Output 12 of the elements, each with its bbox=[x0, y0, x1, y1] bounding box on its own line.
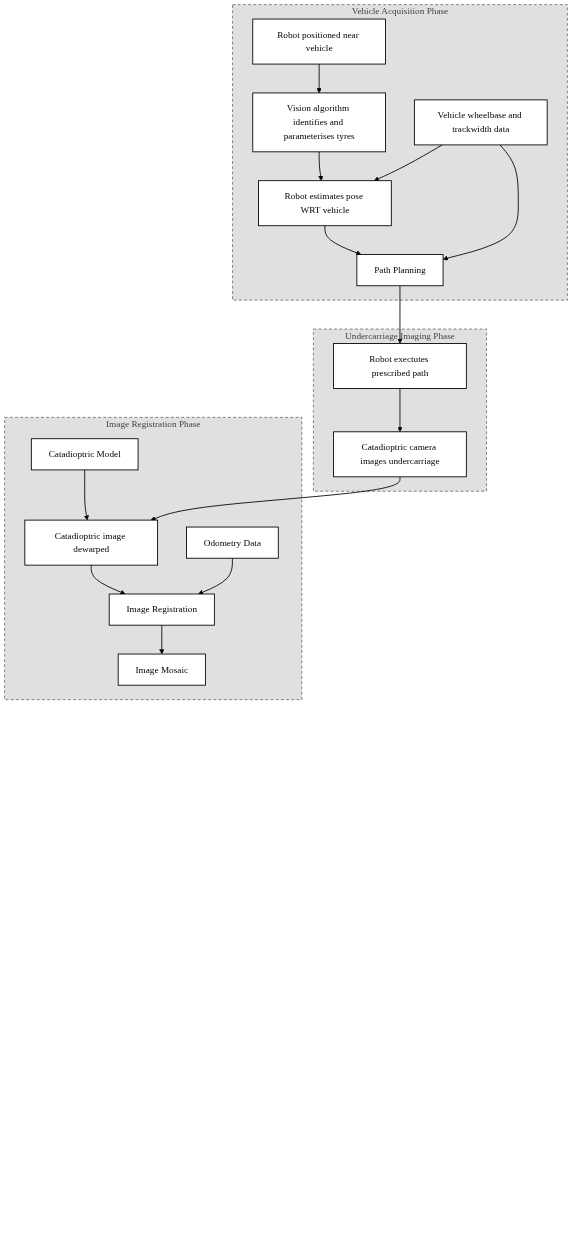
node-box: Image Registration bbox=[108, 593, 215, 626]
node-box: Robot exectutes prescribed path bbox=[333, 343, 467, 389]
node-box: Catadioptric Model bbox=[30, 438, 139, 471]
node-box: Vision algorithm identifies and parameterises tyres bbox=[252, 92, 386, 153]
node-box: Robot positioned near vehicle bbox=[252, 18, 386, 65]
node-box: Image Mosaic bbox=[117, 653, 206, 686]
node-box: Odometry Data bbox=[186, 526, 279, 559]
node-box: Robot estimates pose WRT vehicle bbox=[258, 180, 392, 227]
node-box: Vehicle wheelbase and trackwidth data bbox=[413, 99, 548, 146]
node-box: Catadioptric image dewarped bbox=[24, 519, 159, 566]
node-box: Catadioptric camera images undercarriage bbox=[333, 431, 467, 478]
node-box: Path Planning bbox=[356, 254, 444, 287]
